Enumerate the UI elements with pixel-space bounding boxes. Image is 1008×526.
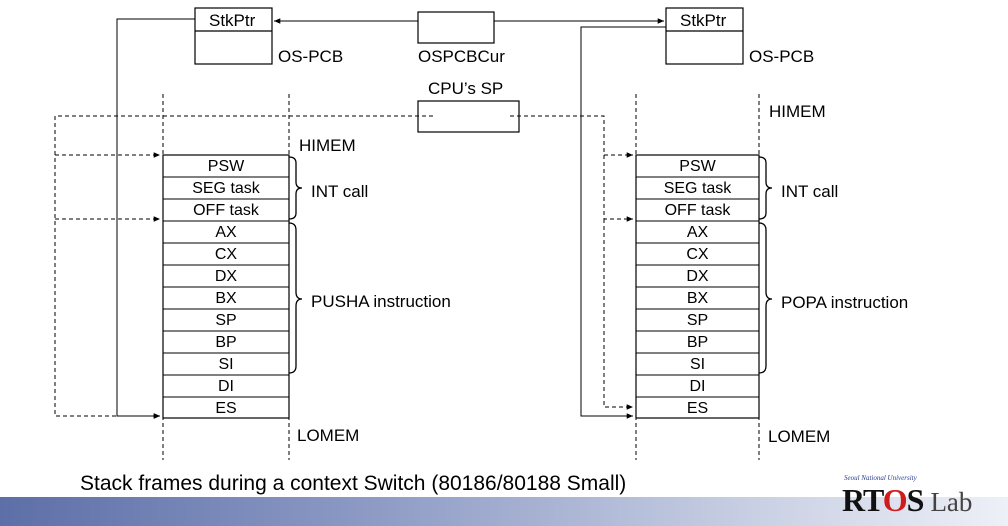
right-stack-frame	[635, 94, 760, 460]
left-cell-cx: CX	[214, 246, 238, 263]
left-pusha-brace	[288, 222, 303, 374]
left-cell-es: ES	[215, 400, 237, 417]
left-stack-frame	[162, 94, 290, 460]
left-int-call-brace	[288, 156, 303, 220]
logo-rt: RT	[842, 482, 884, 518]
slide-caption: Stack frames during a context Switch (80…	[80, 472, 627, 495]
right-cell-ax: AX	[686, 224, 709, 241]
right-pointer-off	[603, 155, 633, 222]
right-os-pcb-label: OS-PCB	[749, 47, 815, 66]
left-himem-label: HIMEM	[299, 136, 356, 155]
left-cell-sp: SP	[215, 312, 237, 329]
left-cell-si: SI	[218, 356, 234, 373]
left-cell-ax: AX	[215, 224, 237, 241]
left-stkptr-label: StkPtr	[209, 11, 256, 30]
right-popa-brace	[758, 222, 773, 374]
left-stkptr-pointer	[116, 18, 195, 419]
right-cell-bp: BP	[686, 334, 709, 351]
right-stkptr-pointer	[580, 26, 666, 419]
left-cell-off-task: OFF task	[193, 202, 259, 219]
right-pointer-es	[603, 219, 633, 410]
left-cell-di: DI	[218, 378, 234, 395]
right-os-pcb-box	[665, 7, 744, 65]
right-cell-dx: DX	[686, 268, 709, 285]
left-cell-psw: PSW	[207, 158, 245, 175]
right-stkptr-label: StkPtr	[680, 11, 727, 30]
logo-lab: Lab	[930, 487, 973, 517]
right-cell-psw: PSW	[679, 158, 716, 175]
ospcbcur-label: OSPCBCur	[418, 47, 505, 66]
cpu-sp-to-right-pointer	[510, 115, 633, 158]
slide-footer-bar	[0, 497, 1008, 526]
right-popa-label: POPA instruction	[781, 293, 909, 312]
right-cell-bx: BX	[686, 290, 709, 307]
right-cell-seg-task: SEG task	[663, 180, 732, 197]
right-himem-label: HIMEM	[769, 102, 826, 121]
right-cell-si: SI	[689, 356, 706, 373]
right-int-call-brace	[758, 156, 773, 220]
left-lomem-label: LOMEM	[297, 426, 360, 445]
left-cell-dx: DX	[214, 268, 238, 285]
logo-o: O	[882, 482, 908, 518]
left-int-call-label: INT call	[311, 182, 369, 201]
logo-s: S	[906, 482, 925, 518]
logo-university-text: Seoul National University	[844, 474, 917, 482]
right-lomem-label: LOMEM	[768, 427, 831, 446]
left-cell-seg-task: SEG task	[192, 180, 260, 197]
right-cell-di: DI	[689, 378, 706, 395]
right-int-call-label: INT call	[781, 182, 839, 201]
left-cell-bp: BP	[215, 334, 237, 351]
left-pusha-label: PUSHA instruction	[311, 292, 451, 311]
right-cell-es: ES	[686, 400, 709, 417]
left-os-pcb-box	[194, 7, 273, 65]
right-cell-off-task: OFF task	[664, 202, 731, 219]
cpu-sp-label: CPU’s SP	[428, 79, 504, 98]
cpu-sp-to-left-pointer	[54, 115, 433, 419]
right-cell-sp: SP	[686, 312, 709, 329]
rtos-lab-logo: RTOS Lab	[842, 482, 972, 519]
left-os-pcb-label: OS-PCB	[278, 47, 344, 66]
right-cell-cx: CX	[686, 246, 709, 263]
cpu-sp-box	[417, 100, 520, 133]
ospcbcur-box	[417, 11, 495, 44]
left-cell-bx: BX	[215, 290, 237, 307]
